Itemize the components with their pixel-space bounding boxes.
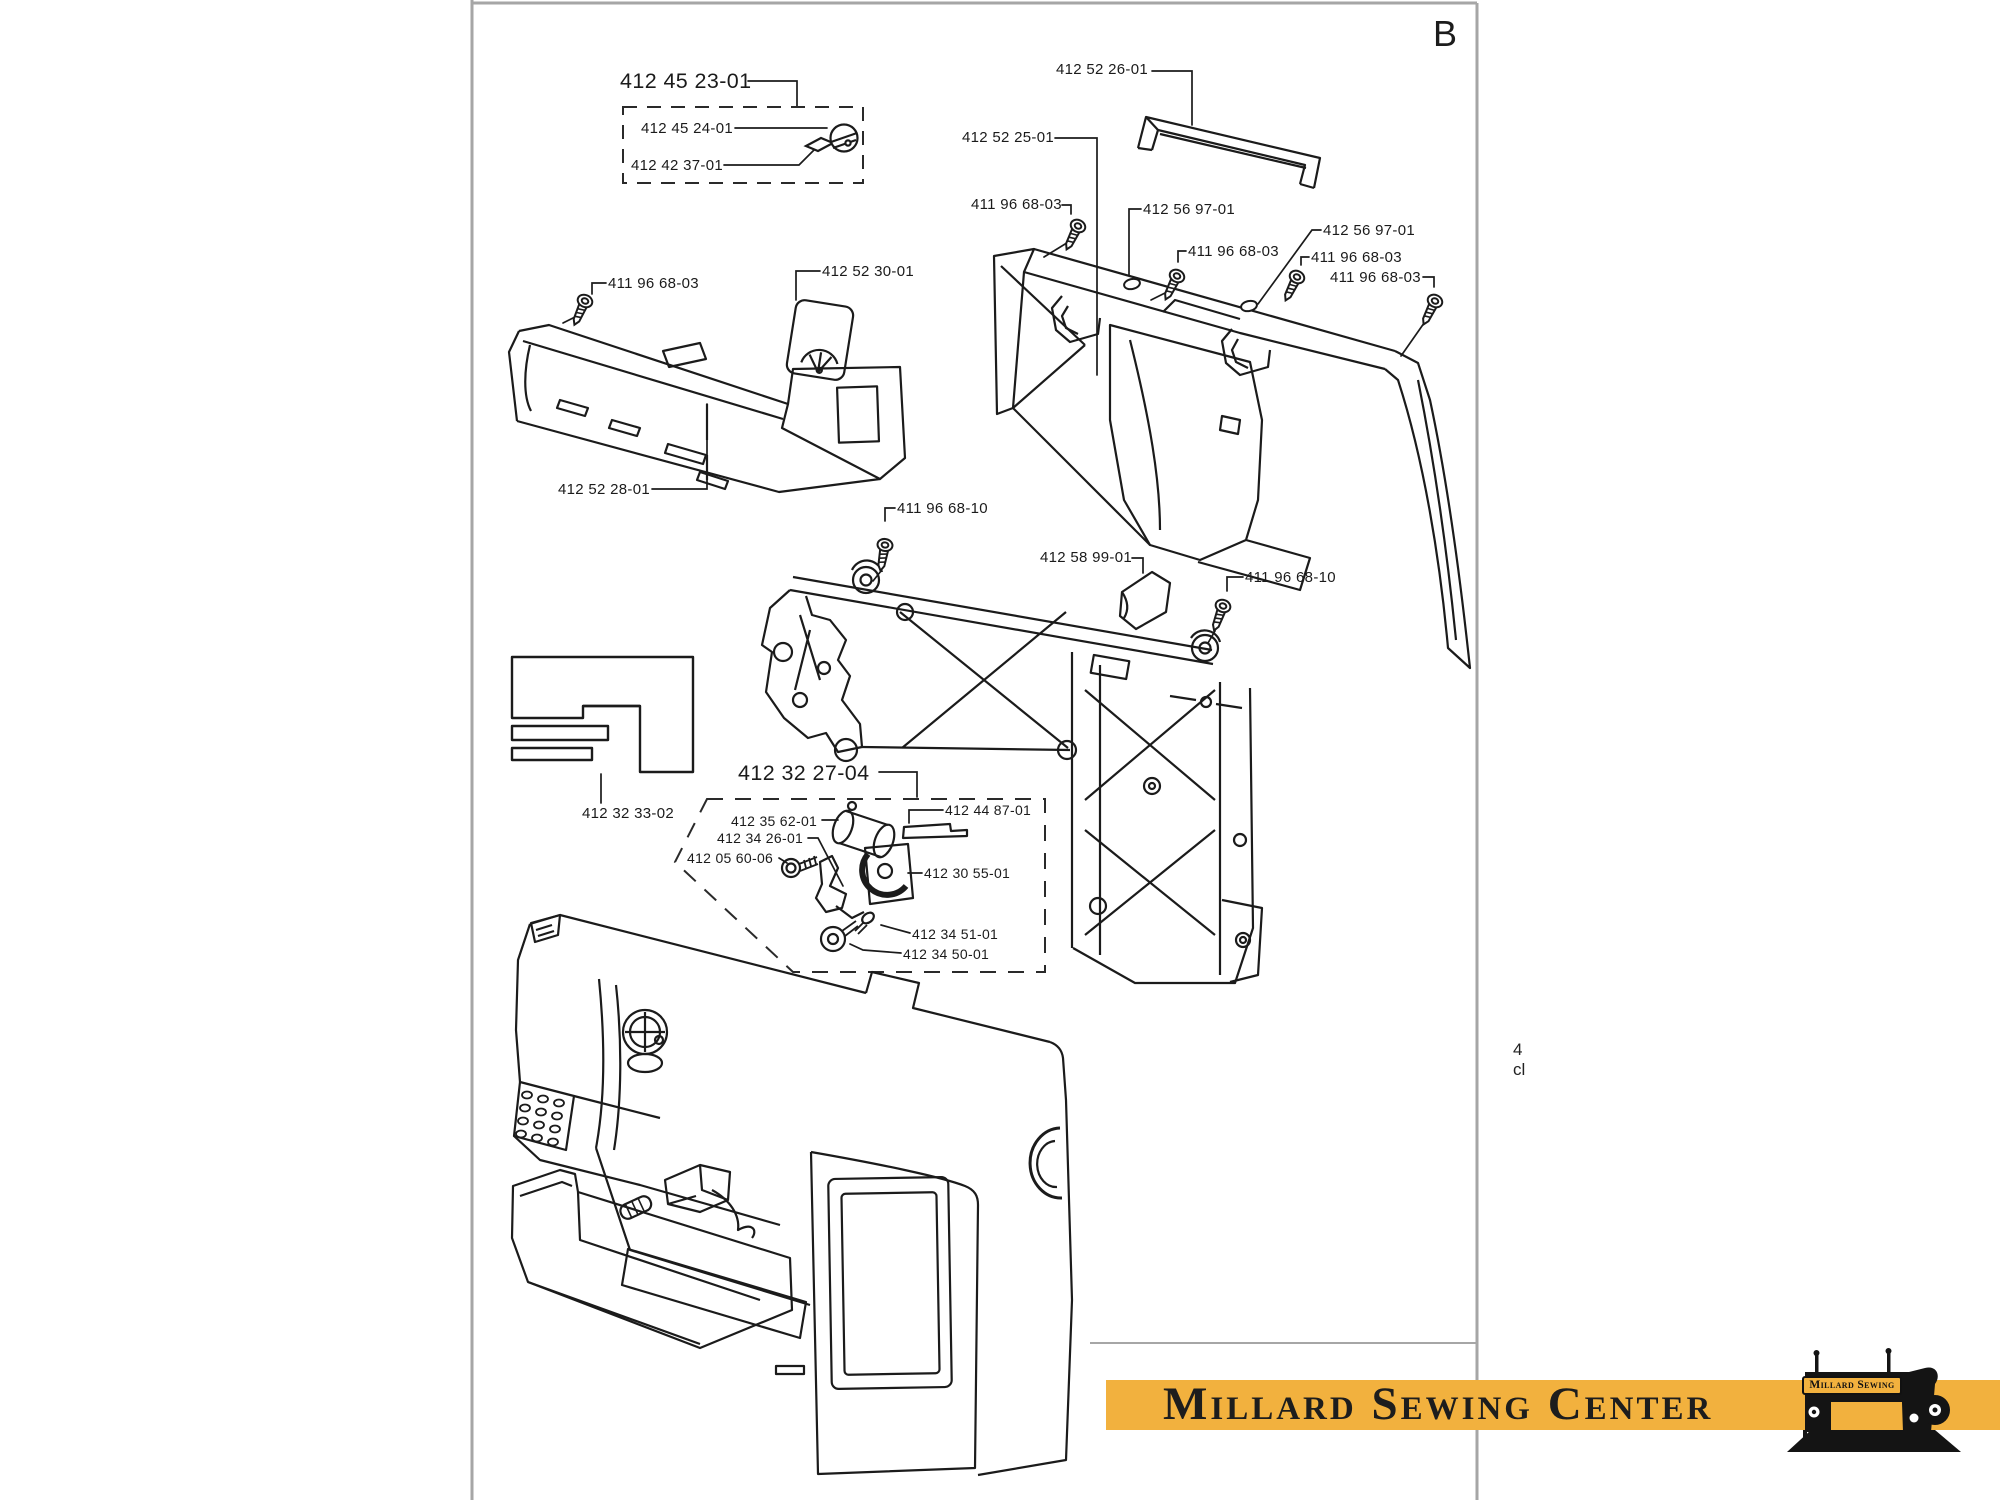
part-label: 411 96 68-10 (897, 500, 988, 517)
screw-icon (1415, 291, 1446, 329)
flat-spring-part (901, 822, 969, 840)
margin-note-line1: 4 (1513, 1040, 1523, 1059)
part-label: 412 34 51-01 (912, 926, 999, 942)
screw-icon (566, 291, 596, 329)
section-letter: B (1433, 13, 1458, 54)
sewing-machine-logo-icon (1787, 1348, 1961, 1452)
screw-icon (1277, 267, 1308, 305)
part-label: 411 96 68-03 (1330, 269, 1421, 286)
part-label: 412 30 55-01 (924, 865, 1011, 881)
small-screw-part (854, 911, 875, 935)
knob-assembly-drawing (803, 123, 859, 153)
fasteners (566, 216, 1446, 634)
part-label: 411 96 68-03 (608, 275, 699, 292)
part-label: 412 52 30-01 (822, 263, 915, 280)
motor-part (859, 842, 915, 906)
part-label: 412 52 25-01 (962, 129, 1055, 146)
part-label: 411 96 68-03 (1188, 243, 1279, 260)
part-label: 412 58 99-01 (1040, 549, 1133, 566)
part-label: 412 44 87-01 (945, 802, 1032, 818)
button-grid (515, 1090, 565, 1147)
oval-cap-icon (1123, 277, 1141, 291)
knob-part-small (819, 920, 859, 953)
part-label: 412 56 97-01 (1323, 222, 1416, 239)
screw-icon (1206, 596, 1234, 634)
part-label: 412 52 26-01 (1056, 61, 1149, 78)
part-label: 412 32 33-02 (582, 805, 675, 822)
motor-detail-parts (780, 800, 969, 953)
part-label: 411 96 68-03 (1311, 249, 1402, 266)
part-label: 412 42 37-01 (631, 157, 724, 174)
margin-note: 4 cl (1513, 1040, 1525, 1081)
plate-drawing (785, 299, 855, 381)
socket-screw-part (780, 855, 819, 879)
logo-badge: Millard Sewing (1802, 1376, 1902, 1395)
part-label: 412 05 60-06 (687, 850, 774, 866)
store-banner-title: Millard Sewing Center (1163, 1378, 1714, 1430)
motor-detail-box (673, 798, 1046, 973)
chassis-drawing (760, 559, 1264, 985)
part-label: 412 35 62-01 (731, 813, 818, 829)
screw-icon (1058, 216, 1089, 254)
solenoid-part (831, 800, 896, 859)
sewing-machine-outline-icon (510, 655, 695, 774)
rear-cover-drawing (992, 247, 1472, 670)
base-cover-drawing (507, 323, 907, 494)
lever-bracket-part (814, 854, 865, 920)
part-label: 411 96 68-03 (971, 196, 1062, 213)
dashed-boxes (622, 106, 1046, 973)
knob-detail-box (622, 106, 864, 184)
oval-cap-icon (1240, 299, 1258, 313)
margin-note-line2: cl (1513, 1060, 1526, 1080)
front-cover-machine-drawing (510, 913, 1074, 1477)
part-label: 412 56 97-01 (1143, 201, 1236, 218)
part-label-heading: 412 45 23-01 (620, 69, 752, 93)
part-label: 412 34 26-01 (717, 830, 804, 846)
part-label: 412 34 50-01 (903, 946, 990, 962)
lamp-bulb-part (619, 1195, 653, 1220)
part-label: 411 96 68-10 (1245, 569, 1336, 586)
part-label: 412 45 24-01 (641, 120, 734, 137)
rubber-foot-part (1118, 570, 1172, 631)
page-frame (470, 0, 1479, 1500)
sticker-part (803, 136, 836, 153)
part-label-heading: 412 32 27-04 (738, 761, 870, 785)
handle-drawing (1136, 115, 1322, 190)
screw-icon (872, 536, 895, 573)
part-label: 412 52 28-01 (558, 481, 651, 498)
